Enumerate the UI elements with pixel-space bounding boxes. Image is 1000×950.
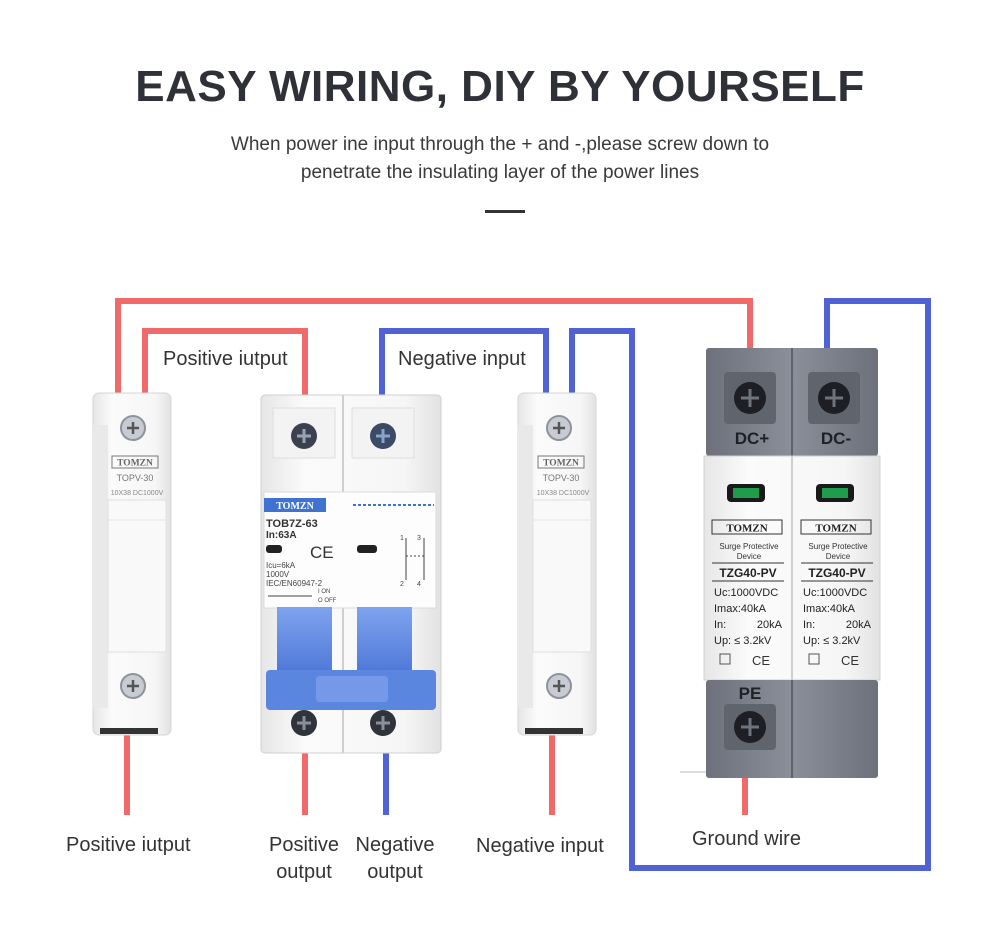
spd-left-desc-2: Device bbox=[737, 552, 762, 561]
circuit-breaker: TOMZN TOB7Z-63 In:63A CE Icu=6kA 1000V I… bbox=[260, 394, 442, 754]
spd-left-model: TZG40-PV bbox=[719, 566, 776, 580]
breaker-terminal-1: 1 bbox=[400, 535, 404, 542]
spd-right-up: Up: ≤ 3.2kV bbox=[803, 635, 861, 647]
spd-left-desc-1: Surge Protective bbox=[719, 542, 779, 551]
fuse-right-brand: TOMZN bbox=[543, 459, 579, 469]
breaker-toggle-left bbox=[277, 607, 332, 677]
breaker-terminal-4: 4 bbox=[417, 581, 421, 588]
breaker-voltage: 1000V bbox=[266, 570, 290, 579]
breaker-terminal-3: 3 bbox=[417, 535, 421, 542]
label-bottom-positive-output-fuse: Positive iutput bbox=[66, 834, 191, 857]
breaker-circuit-symbol: 1 3 2 4 bbox=[400, 535, 425, 588]
spd-right-ce: CE bbox=[841, 653, 859, 668]
subtitle-line-1: When power ine input through the + and -… bbox=[230, 134, 770, 155]
breaker-off-text: O OFF bbox=[318, 598, 337, 604]
spd-left-in-label: In: bbox=[714, 619, 726, 631]
negative-wire-top-breaker bbox=[379, 328, 549, 396]
negative-wire-spd-loop bbox=[569, 298, 931, 871]
fuse-holder-left: TOMZN TOPV-30 10X38 DC1000V bbox=[92, 392, 172, 736]
fuse-left-brand: TOMZN bbox=[117, 459, 153, 469]
spd-right-brand: TOMZN bbox=[815, 523, 856, 535]
label-bottom-positive-output: Positive output bbox=[262, 832, 346, 886]
label-positive-output-line-1: Positive bbox=[268, 834, 340, 856]
spd-right-desc-1: Surge Protective bbox=[808, 542, 868, 551]
spd-right-model: TZG40-PV bbox=[808, 566, 865, 580]
spd-right-uc: Uc:1000VDC bbox=[803, 587, 867, 599]
breaker-rating: In:63A bbox=[266, 530, 297, 541]
spd-left-in-value: 20kA bbox=[757, 619, 783, 631]
label-top-positive-output: Positive iutput bbox=[157, 348, 294, 371]
label-bottom-negative-output: Negative output bbox=[348, 832, 442, 886]
label-top-negative-input: Negative input bbox=[392, 348, 532, 371]
spd-left-brand: TOMZN bbox=[726, 523, 767, 535]
breaker-icu: Icu=6kA bbox=[266, 561, 296, 570]
fuse-right-model: TOPV-30 bbox=[543, 473, 580, 483]
spd-right-desc-2: Device bbox=[826, 552, 851, 561]
label-negative-output-line-2: output bbox=[367, 861, 423, 883]
breaker-terminal-2: 2 bbox=[400, 581, 404, 588]
positive-wire-top-outer bbox=[115, 298, 753, 396]
fuse-left-model: TOPV-30 bbox=[117, 473, 154, 483]
label-positive-output-line-2: output bbox=[276, 861, 332, 883]
spd-left-ce: CE bbox=[752, 653, 770, 668]
spd-right-imax: Imax:40kA bbox=[803, 603, 856, 615]
spd-left-uc: Uc:1000VDC bbox=[714, 587, 778, 599]
surge-protective-device: DC+ DC- TOMZN Surge Protective Device TZ… bbox=[703, 348, 881, 778]
breaker-on-text: I ON bbox=[318, 589, 330, 595]
spd-left-imax: Imax:40kA bbox=[714, 603, 767, 615]
spd-pe-label: PE bbox=[739, 684, 762, 703]
subtitle-line-2: penetrate the insulating layer of the po… bbox=[300, 162, 700, 183]
title-divider bbox=[485, 210, 525, 213]
breaker-toggle-right bbox=[357, 607, 412, 677]
breaker-brand: TOMZN bbox=[276, 501, 314, 512]
fuse-right-spec: 10X38 DC1000V bbox=[537, 490, 590, 497]
spd-right-in-value: 20kA bbox=[846, 619, 872, 631]
label-ground-wire: Ground wire bbox=[692, 828, 801, 851]
spd-dc-minus-label: DC- bbox=[821, 429, 851, 448]
label-bottom-negative-input: Negative input bbox=[476, 835, 604, 858]
spd-dc-plus-label: DC+ bbox=[735, 429, 770, 448]
positive-wire-top-inner bbox=[142, 328, 308, 396]
fuse-left-spec: 10X38 DC1000V bbox=[111, 490, 164, 497]
breaker-standard: IEC/EN60947-2 bbox=[266, 579, 323, 588]
spd-left-up: Up: ≤ 3.2kV bbox=[714, 635, 772, 647]
label-negative-output-line-1: Negative bbox=[355, 834, 435, 856]
fuse-holder-right: TOMZN TOPV-30 10X38 DC1000V bbox=[517, 392, 597, 736]
breaker-ce-mark: CE bbox=[310, 543, 334, 562]
page-title: EASY WIRING, DIY BY YOURSELF bbox=[135, 62, 865, 111]
spd-right-in-label: In: bbox=[803, 619, 815, 631]
breaker-model: TOB7Z-63 bbox=[266, 518, 318, 530]
